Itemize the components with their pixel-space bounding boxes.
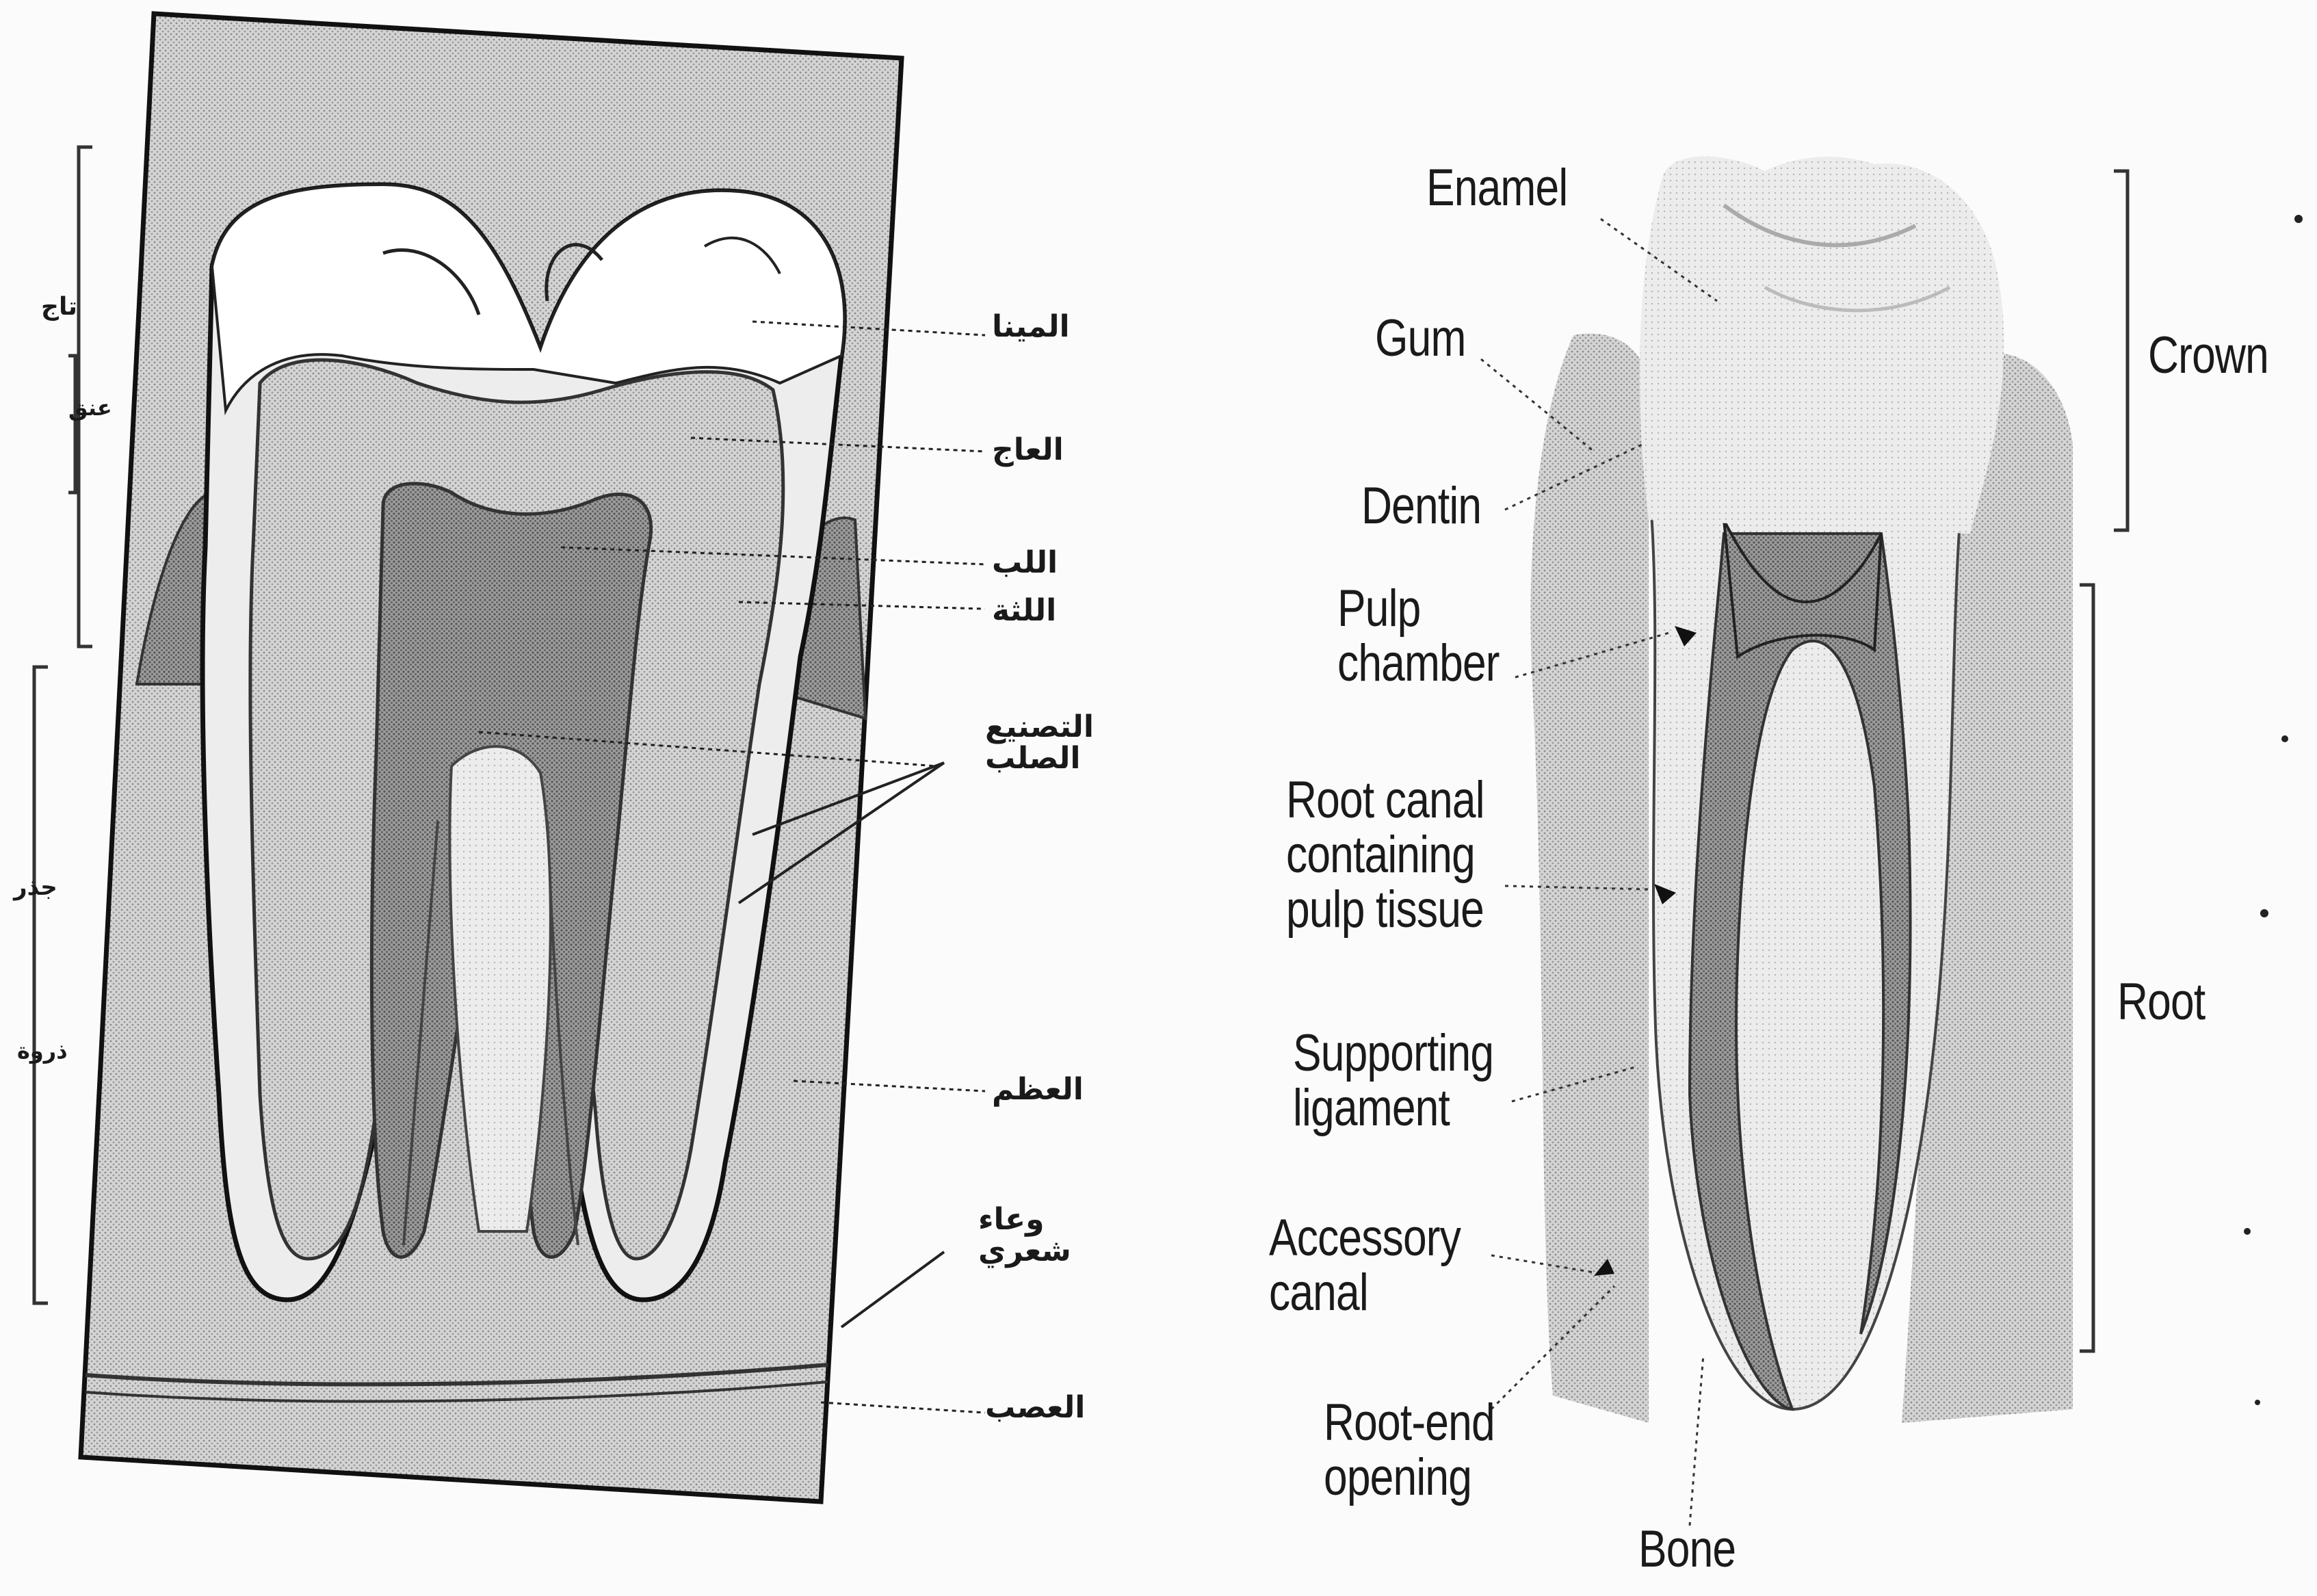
label-accessory-canal: Accessory canal: [1269, 1211, 1461, 1320]
label-ar-nerve: العصب: [985, 1392, 1085, 1424]
bracket-ar-crown: تاج: [41, 294, 77, 320]
bone-left: [1531, 334, 1649, 1423]
label-ar-gum: اللثة: [992, 595, 1056, 627]
label-supporting-ligament: Supporting ligament: [1293, 1026, 1493, 1136]
bracket-crown: Crown: [2148, 328, 2268, 383]
right-crown: [1640, 157, 2004, 534]
label-ar-pulp: اللب: [992, 547, 1058, 579]
label-root-end-opening: Root-end opening: [1324, 1396, 1495, 1505]
bracket-ar-tip: ذروة: [17, 1040, 68, 1063]
label-bone: Bone: [1638, 1522, 1736, 1577]
label-dentin: Dentin: [1361, 479, 1481, 534]
label-enamel: Enamel: [1426, 161, 1567, 215]
bracket-ar-neck: عنق: [68, 397, 112, 420]
label-root-canal: Root canal containing pulp tissue: [1286, 773, 1484, 937]
label-ar-cementum: التصنيع الصلب: [985, 711, 1094, 774]
label-ar-bone: العظم: [992, 1074, 1084, 1106]
label-ar-vessels: وعاء شعري: [978, 1204, 1071, 1267]
label-gum: Gum: [1375, 311, 1466, 366]
bracket-root: Root: [2117, 975, 2205, 1030]
left-tooth-diagram: [34, 14, 985, 1502]
label-pulp-chamber: Pulp chamber: [1337, 581, 1500, 691]
label-ar-enamel: المينا: [992, 311, 1070, 343]
bracket-ar-root: جذر: [14, 876, 57, 900]
label-ar-dentin: العاج: [992, 434, 1064, 466]
